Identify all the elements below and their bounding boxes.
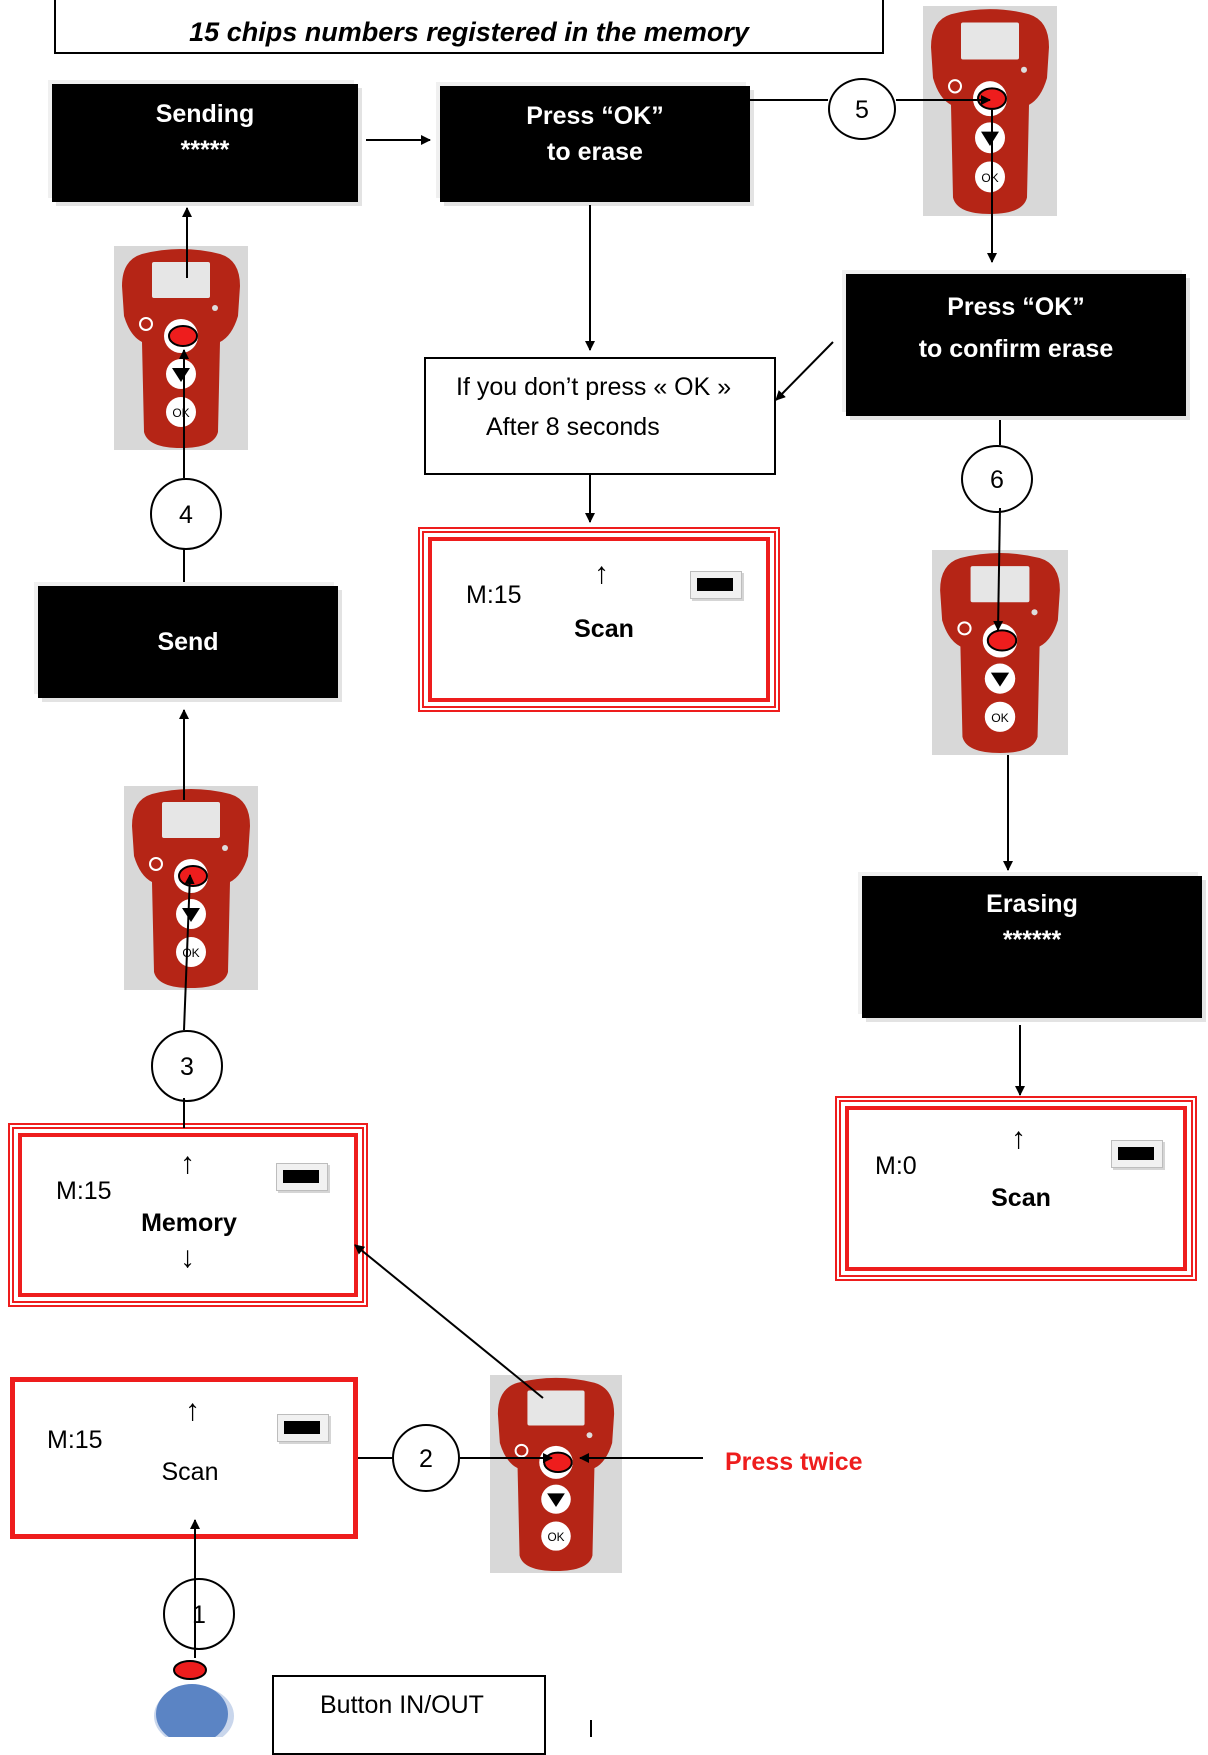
svg-text:OK: OK [981, 171, 998, 185]
battery-icon [277, 1414, 329, 1442]
step-1: 1 [163, 1578, 235, 1650]
scanner-device-icon: OK [490, 1375, 622, 1573]
timeout-note-line2: After 8 seconds [486, 413, 660, 441]
scanner-device-step-6: OK [932, 550, 1068, 755]
lcd-scan-after-erase: M:0 ↑ Scan [835, 1096, 1197, 1281]
battery-icon [690, 571, 742, 599]
lcd-scan-after-timeout: M:15 ↑ Scan [418, 527, 780, 712]
arrow-down-icon: ↓ [180, 1241, 195, 1274]
in-out-button-icon[interactable] [152, 1660, 236, 1746]
step-4: 4 [150, 478, 222, 550]
scanner-device-icon: OK [114, 246, 248, 450]
scanner-device-icon: OK [923, 6, 1057, 216]
svg-text:OK: OK [547, 1531, 564, 1544]
screen-press-ok-confirm-line1: Press “OK” [947, 293, 1085, 321]
arrow-up-icon: ↑ [1011, 1122, 1026, 1155]
battery-icon [1111, 1140, 1163, 1168]
arrow-confirm-note [775, 341, 834, 401]
screen-press-ok-erase: Press “OK” to erase [440, 86, 750, 202]
lcd-memory-count: M:15 [56, 1177, 112, 1205]
lcd-memory-count: M:15 [47, 1426, 103, 1454]
scanner-device-step-4: OK [114, 246, 248, 450]
screen-send-line1: Send [157, 628, 219, 656]
svg-text:OK: OK [182, 946, 199, 960]
battery-icon [276, 1163, 328, 1191]
lcd-mode-label: Scan [161, 1458, 219, 1486]
step-5: 5 [828, 78, 896, 140]
screen-press-ok-confirm: Press “OK” to confirm erase [846, 274, 1186, 416]
arrow-up-icon: ↑ [594, 557, 609, 590]
scanner-device-step-3: OK [124, 786, 258, 990]
screen-sending-line2: ***** [180, 136, 230, 164]
screen-press-ok-erase-line1: Press “OK” [526, 102, 664, 130]
press-twice-label: Press twice [725, 1448, 863, 1476]
lcd-memory-count: M:15 [466, 581, 522, 609]
step-2: 2 [392, 1424, 460, 1492]
scanner-device-step-2: OK [490, 1375, 622, 1573]
svg-text:OK: OK [172, 406, 189, 420]
header-subtitle: 15 chips numbers registered in the memor… [189, 17, 749, 47]
timeout-note: If you don’t press « OK » After 8 second… [424, 357, 776, 475]
screen-press-ok-confirm-line2: to confirm erase [918, 335, 1114, 363]
button-in-out-label: Button IN/OUT [320, 1691, 484, 1719]
lcd-scan-start: M:15 ↑ Scan [10, 1377, 358, 1539]
header-box: 15 chips numbers registered in the memor… [54, 0, 884, 54]
screen-erasing-line1: Erasing [986, 890, 1078, 918]
svg-text:OK: OK [991, 711, 1009, 725]
screen-send: Send [38, 586, 338, 698]
step-3: 3 [151, 1030, 223, 1102]
arrow-up-icon: ↑ [180, 1147, 195, 1180]
screen-erasing: Erasing ****** [862, 876, 1202, 1018]
lcd-mode-label: Scan [991, 1184, 1051, 1212]
screen-erasing-line2: ****** [1002, 926, 1062, 954]
lcd-memory-count: M:0 [875, 1152, 917, 1180]
scanner-device-icon: OK [124, 786, 258, 990]
scanner-device-step-5: OK [923, 6, 1057, 216]
button-in-out-box: Button IN/OUT [272, 1675, 546, 1755]
lcd-mode-label: Memory [141, 1209, 237, 1237]
screen-press-ok-erase-line2: to erase [547, 138, 643, 166]
scanner-device-icon: OK [932, 550, 1068, 755]
screen-sending: Sending ***** [52, 84, 358, 202]
arrow-up-icon: ↑ [185, 1394, 200, 1427]
timeout-note-line1: If you don’t press « OK » [456, 373, 732, 401]
step-6: 6 [961, 445, 1033, 513]
lcd-mode-label: Scan [574, 615, 634, 643]
screen-sending-line1: Sending [155, 100, 255, 128]
lcd-memory-menu: M:15 ↑ Memory ↓ [8, 1123, 368, 1307]
